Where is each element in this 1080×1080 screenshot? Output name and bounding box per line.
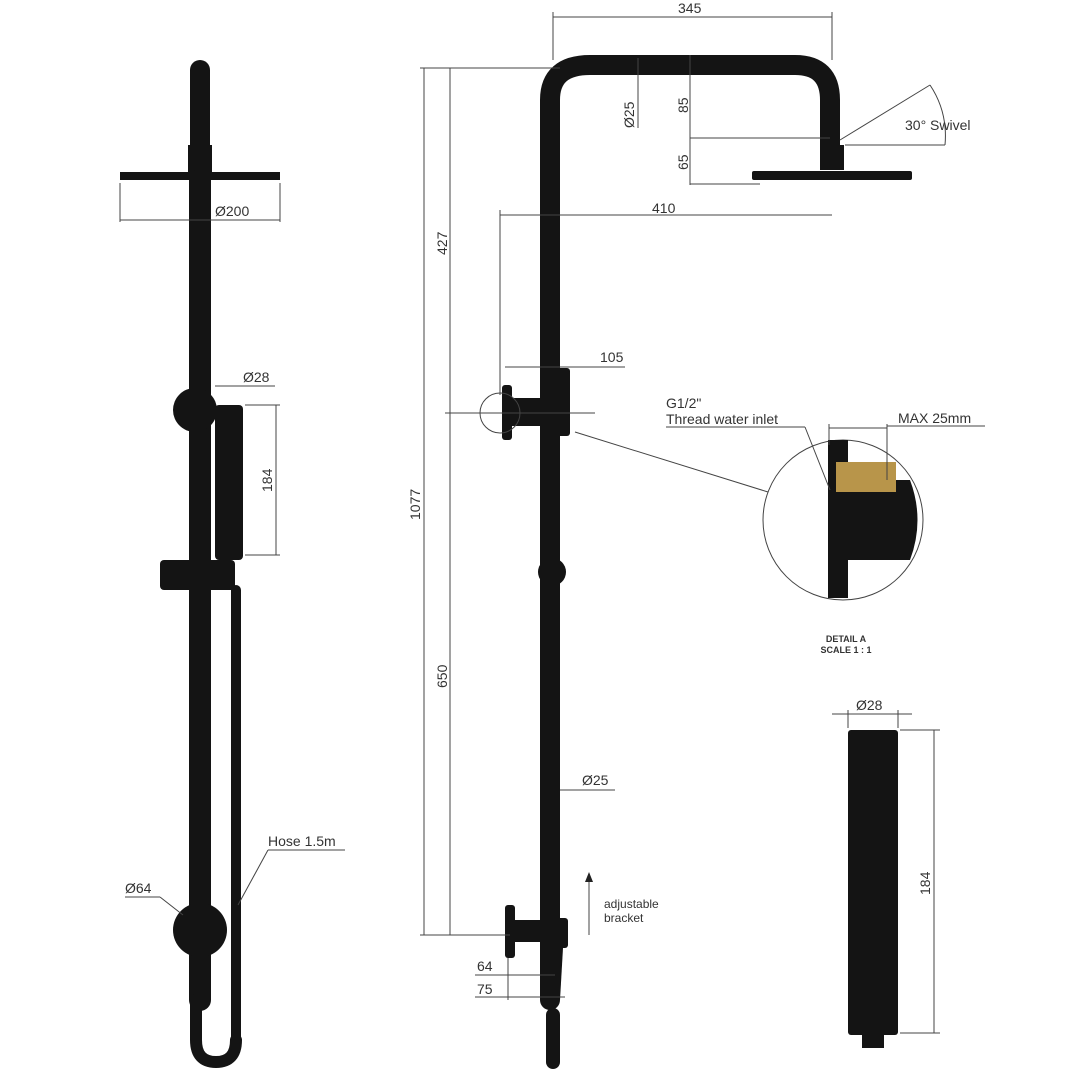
dim-handshower-184: 184 — [917, 871, 933, 895]
dim-knob-dia: Ø28 — [243, 369, 270, 385]
shower-head-side — [752, 171, 912, 180]
detail-brass-thread — [836, 462, 896, 492]
dim-handshower-len: 184 — [259, 468, 275, 492]
swivel-label: 30° Swivel — [905, 117, 971, 133]
riser-and-arm — [540, 55, 840, 1010]
dim-410: 410 — [652, 200, 676, 216]
dim-pipe-dia-top: Ø25 — [621, 101, 637, 128]
dim-65: 65 — [675, 154, 691, 170]
dim-650: 650 — [434, 664, 450, 688]
handshower-body — [848, 730, 898, 1035]
side-view: 345 Ø25 85 65 30° Swivel 410 427 1077 65… — [407, 0, 971, 1069]
outlet-taper — [543, 948, 563, 1000]
bracket-body — [540, 918, 568, 948]
bracket-note-2: bracket — [604, 911, 644, 925]
handshower — [215, 405, 243, 560]
hose-label: Hose 1.5m — [268, 833, 336, 849]
shower-arm-nut — [188, 145, 212, 173]
dim-1077: 1077 — [407, 489, 423, 520]
bracket-flange — [505, 905, 515, 958]
thread-label-1: G1/2" — [666, 395, 701, 411]
handshower-view: Ø28 184 — [832, 697, 940, 1048]
diverter-knob — [173, 388, 217, 432]
wall-elbow — [173, 903, 227, 957]
bracket-note-1: adjustable — [604, 897, 659, 911]
front-view: Ø200 Ø28 184 Hose 1.5m Ø64 — [119, 60, 345, 1069]
thread-label-2: Thread water inlet — [666, 411, 778, 427]
dim-pipe-dia-lower: Ø25 — [582, 772, 609, 788]
diverter-body — [540, 368, 570, 436]
handshower-connector — [862, 1035, 884, 1048]
dim-elbow-dia: Ø64 — [125, 880, 152, 896]
max-25mm-label: MAX 25mm — [898, 410, 971, 426]
head-swivel — [820, 145, 844, 170]
dim-64: 64 — [477, 958, 493, 974]
detail-title: DETAIL A — [826, 634, 867, 644]
detail-scale: SCALE 1 : 1 — [820, 645, 871, 655]
dim-105: 105 — [600, 349, 624, 365]
dim-427: 427 — [434, 231, 450, 255]
hose-knob — [538, 558, 566, 586]
hose-loop — [190, 994, 242, 1069]
dim-75: 75 — [477, 981, 493, 997]
dim-345: 345 — [678, 0, 702, 16]
dim-head-dia: Ø200 — [215, 203, 249, 219]
dim-85: 85 — [675, 97, 691, 113]
detail-a: MAX 25mm G1/2" Thread water inlet DETAIL… — [574, 395, 985, 655]
detail-body — [848, 480, 918, 560]
dim-handshower-dia: Ø28 — [856, 697, 883, 713]
handshower-holder — [160, 560, 235, 590]
